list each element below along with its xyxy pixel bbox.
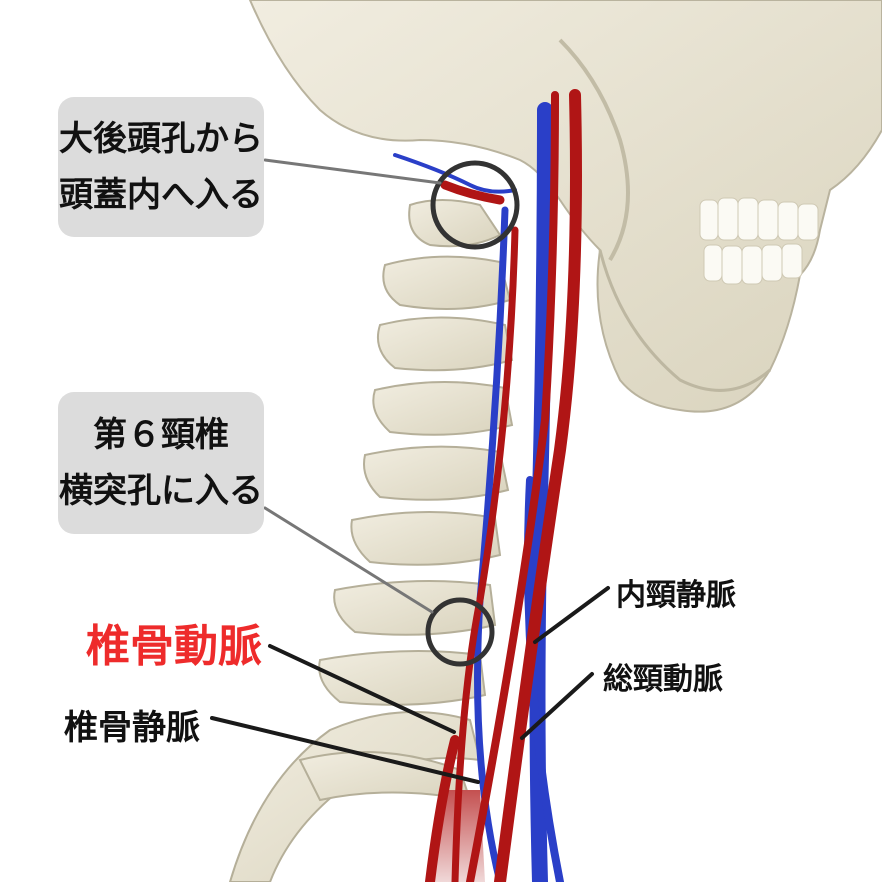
teeth-illustration xyxy=(699,197,819,285)
vertebral-artery-label: 椎骨動脈 xyxy=(86,621,262,672)
skull-illustration xyxy=(248,0,882,413)
c6-foramen-callout: 第６頸椎 横突孔に入る xyxy=(58,392,264,534)
callout-line: 第６頸椎 xyxy=(93,415,229,455)
callout-line: 大後頭孔から xyxy=(59,119,263,159)
common-carotid-artery-label: 総頸動脈 xyxy=(603,662,723,697)
c6-foramen-circle-marker xyxy=(425,597,495,667)
artery-paths xyxy=(425,89,582,882)
internal-jugular-vein-label: 内頸静脈 xyxy=(616,578,736,613)
foramen-magnum-circle-marker xyxy=(430,160,520,250)
callout-line: 頭蓋内へ入る xyxy=(59,175,263,215)
vertebral-vein-label: 椎骨静脈 xyxy=(64,708,200,748)
leader-lines xyxy=(210,158,610,784)
foramen-magnum-callout: 大後頭孔から 頭蓋内へ入る xyxy=(58,97,264,237)
callout-line: 横突孔に入る xyxy=(59,471,263,511)
